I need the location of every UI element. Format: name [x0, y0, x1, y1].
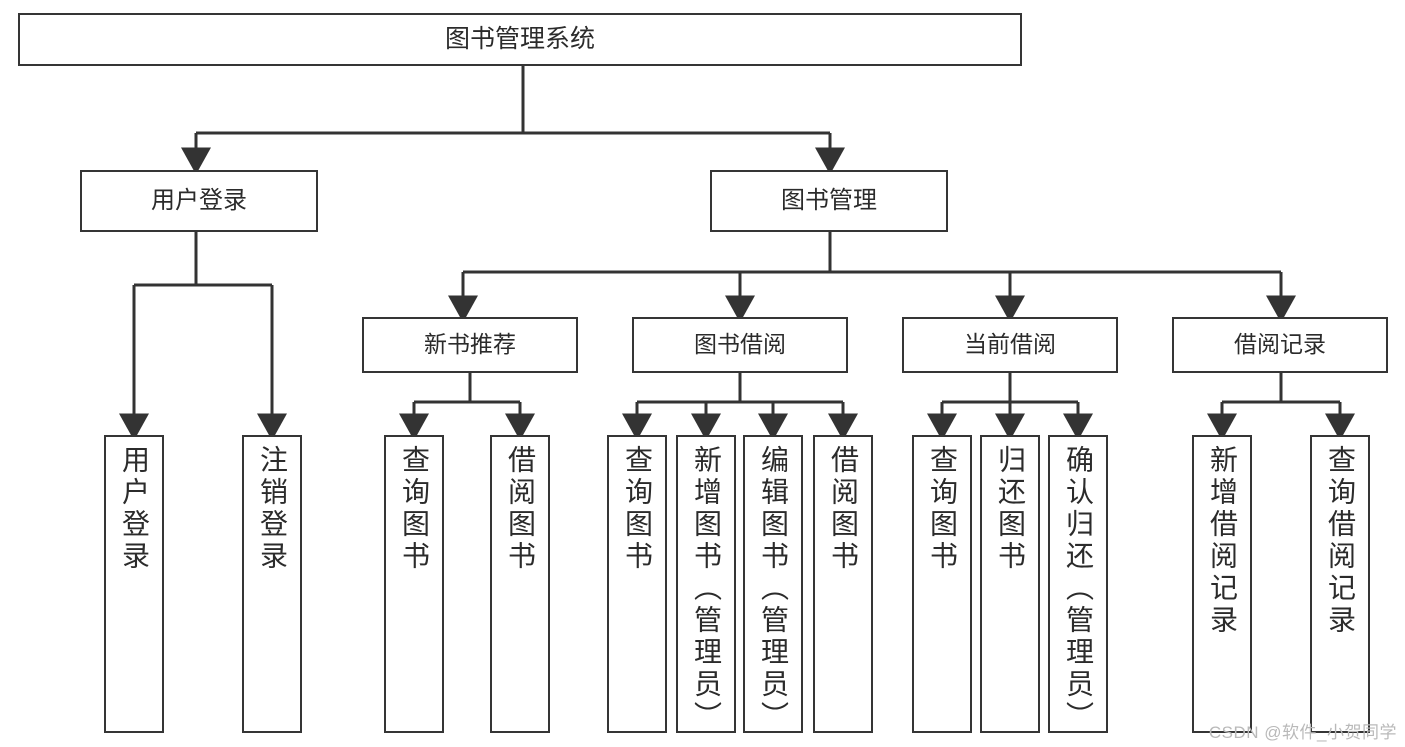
node-book-management[interactable]: 图书管理	[710, 170, 948, 232]
leaf-record-add-record[interactable]: 新增借阅记录	[1192, 435, 1252, 733]
leaf-borrow-query-book[interactable]: 查询图书	[607, 435, 667, 733]
node-label: 借阅图书	[505, 445, 536, 573]
node-label: 借阅记录	[1234, 331, 1326, 358]
node-user-login[interactable]: 用户登录	[80, 170, 318, 232]
node-label: 注销登录	[257, 445, 288, 573]
node-label: 当前借阅	[964, 331, 1056, 358]
leaf-current-query-book[interactable]: 查询图书	[912, 435, 972, 733]
node-current-borrow[interactable]: 当前借阅	[902, 317, 1118, 373]
leaf-current-return-book[interactable]: 归还图书	[980, 435, 1040, 733]
node-label: 查询图书	[927, 445, 958, 573]
node-label: 归还图书	[995, 445, 1026, 573]
node-label: 用户登录	[119, 445, 150, 573]
node-label: 查询图书	[622, 445, 653, 573]
leaf-recommend-borrow-book[interactable]: 借阅图书	[490, 435, 550, 733]
node-label: 图书管理系统	[444, 24, 595, 53]
node-label: 用户登录	[151, 186, 247, 214]
leaf-borrow-borrow-book[interactable]: 借阅图书	[813, 435, 873, 733]
node-label: 图书借阅	[694, 331, 786, 358]
leaf-user-logout[interactable]: 注销登录	[242, 435, 302, 733]
leaf-current-confirm-return-admin[interactable]: 确认归还（管理员）	[1048, 435, 1108, 733]
csdn-watermark: CSDN @软件_小贺同学	[1208, 723, 1397, 742]
node-label: 查询借阅记录	[1325, 445, 1356, 637]
node-label: 确认归还（管理员）	[1063, 445, 1094, 733]
node-label: 查询图书	[399, 445, 430, 573]
node-label: 新增借阅记录	[1207, 445, 1238, 637]
node-label: 新增图书（管理员）	[691, 445, 722, 733]
node-label: 图书管理	[781, 186, 877, 214]
leaf-user-login[interactable]: 用户登录	[104, 435, 164, 733]
node-label: 编辑图书（管理员）	[758, 445, 789, 733]
node-borrow-record[interactable]: 借阅记录	[1172, 317, 1388, 373]
leaf-recommend-query-book[interactable]: 查询图书	[384, 435, 444, 733]
node-label: 新书推荐	[424, 331, 516, 358]
node-root-system[interactable]: 图书管理系统	[18, 13, 1022, 66]
node-new-book-recommend[interactable]: 新书推荐	[362, 317, 578, 373]
node-label: 借阅图书	[828, 445, 859, 573]
leaf-borrow-edit-book-admin[interactable]: 编辑图书（管理员）	[743, 435, 803, 733]
leaf-record-query-record[interactable]: 查询借阅记录	[1310, 435, 1370, 733]
leaf-borrow-add-book-admin[interactable]: 新增图书（管理员）	[676, 435, 736, 733]
node-book-borrow[interactable]: 图书借阅	[632, 317, 848, 373]
